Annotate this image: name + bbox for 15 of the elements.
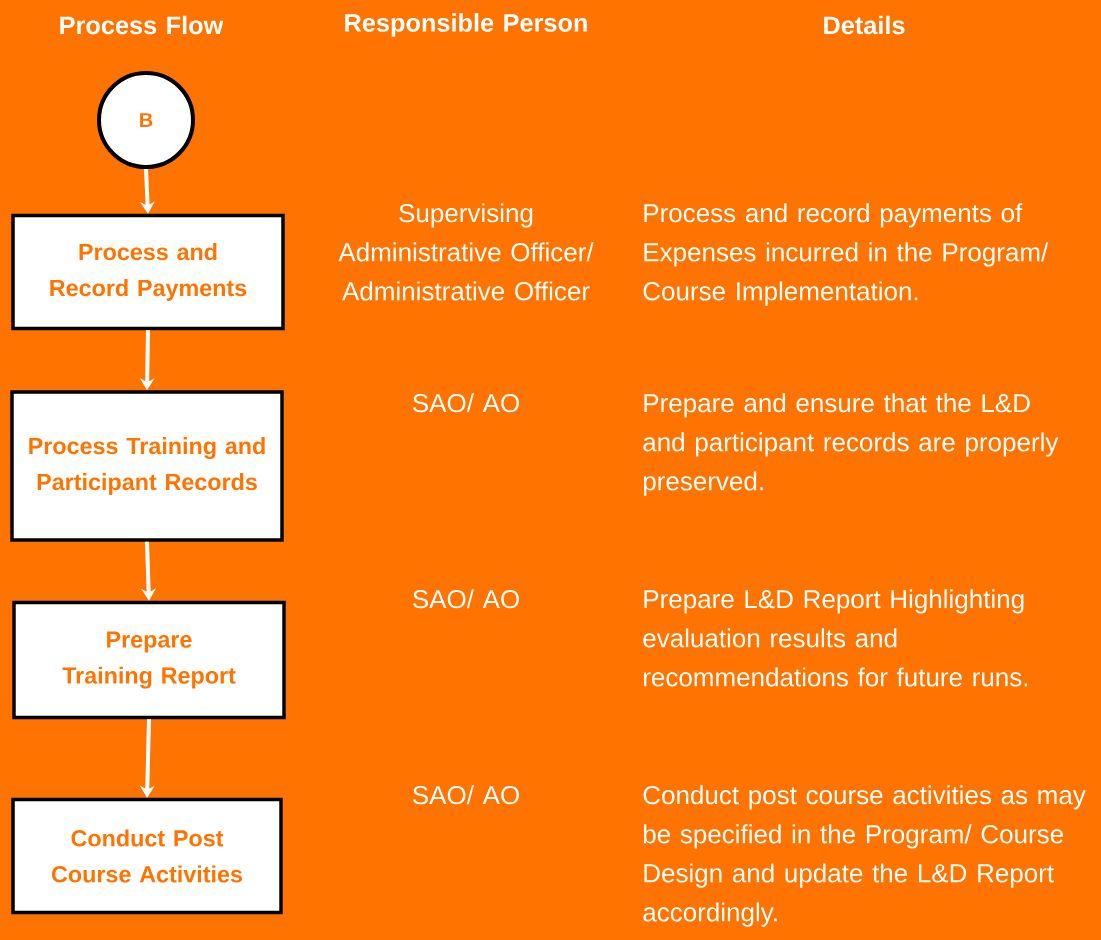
- process-box: Process Training and Participant Records: [10, 390, 284, 542]
- detail-text: Prepare L&D Report Highlighting evaluation results and recommendations for future runs.: [643, 589, 1028, 687]
- process-box: Process and Record Payments: [11, 213, 285, 331]
- column-heading: Responsible Person: [345, 13, 587, 37]
- detail-text: Process and record payments of Expenses incurred in the Program/ Course Implementation.: [643, 203, 1049, 306]
- process-box: Prepare Training Report: [12, 600, 286, 720]
- person-text: SAO/ AO: [413, 785, 519, 805]
- person-text: SAO/ AO: [413, 393, 519, 413]
- detail-text: Prepare and ensure that the L&D and participant records are properly preserved.: [643, 393, 1059, 496]
- column-heading: Process Flow: [60, 15, 224, 35]
- column-heading: Details: [824, 15, 905, 35]
- person-text: Supervising Administrative Officer/ Administrative Officer: [338, 203, 594, 301]
- process-box: Conduct Post Course Activities: [11, 797, 283, 915]
- detail-text: Conduct post course activities as may be specified in the Program/ Course Design and update the L&D Report accordingly.: [643, 785, 1086, 927]
- person-text: SAO/ AO: [413, 589, 519, 609]
